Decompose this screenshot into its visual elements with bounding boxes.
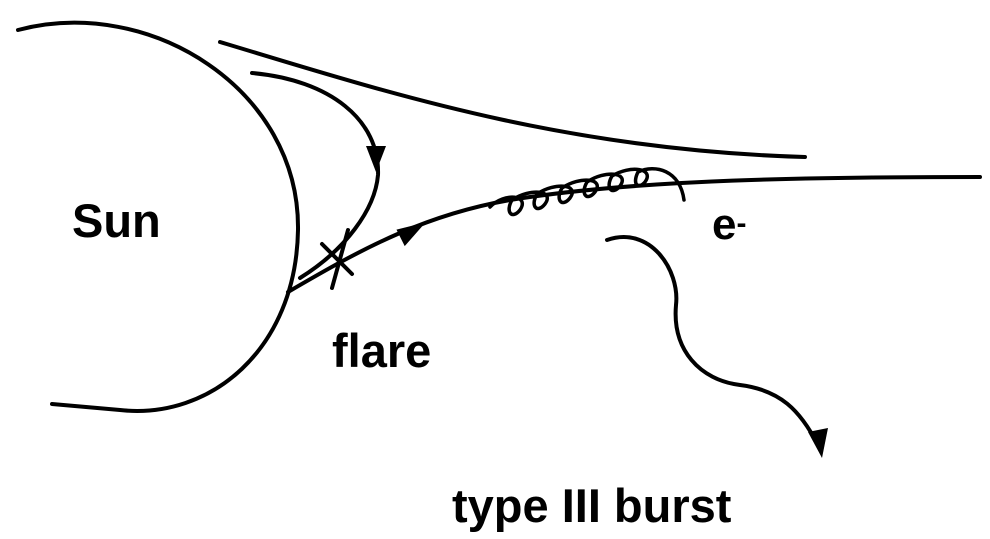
wave-arrowhead bbox=[808, 428, 828, 458]
type-iii-burst-label: type III burst bbox=[452, 482, 731, 529]
radio-emission-wave bbox=[607, 237, 818, 445]
lower-open-field-line bbox=[288, 177, 980, 292]
closed-loop-field-line bbox=[252, 73, 378, 278]
flare-label: flare bbox=[332, 327, 431, 374]
sun-label: Sun bbox=[72, 197, 161, 244]
field-line-arrowhead bbox=[396, 222, 429, 247]
electron-symbol: e bbox=[712, 200, 736, 249]
loop-arrowhead bbox=[366, 146, 386, 172]
upper-open-field-line bbox=[220, 42, 805, 157]
electron-label: e- bbox=[712, 203, 746, 247]
electron-charge: - bbox=[736, 207, 746, 240]
